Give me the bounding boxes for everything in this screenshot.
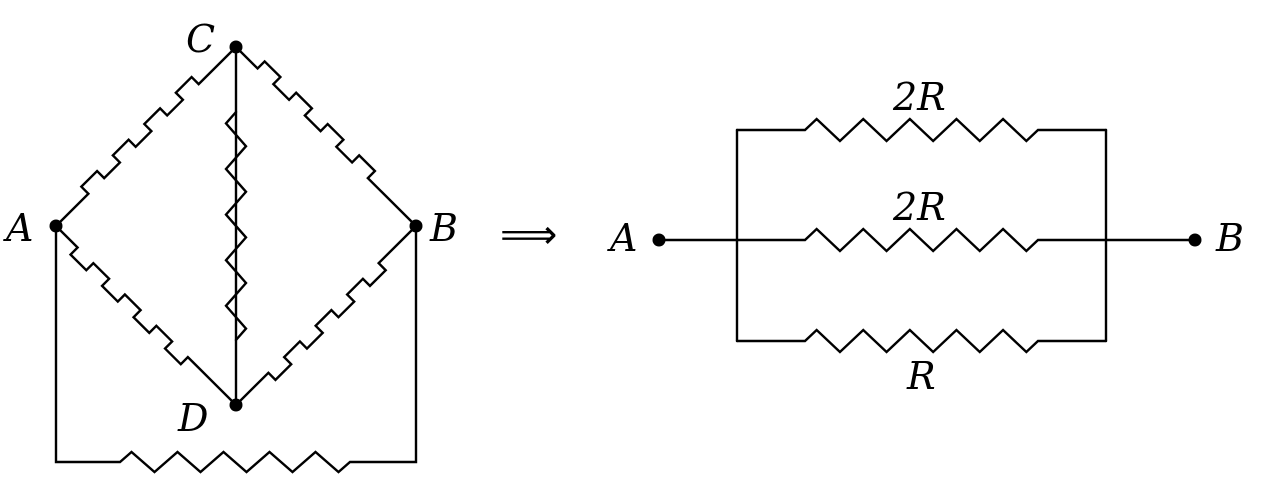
node-b-dot-right xyxy=(1188,233,1202,247)
node-c-dot xyxy=(229,40,243,54)
label-node-a: A xyxy=(3,206,33,250)
label-node-a-right: A xyxy=(607,216,637,260)
resistor-d-b xyxy=(234,224,418,407)
label-node-b-right: B xyxy=(1215,216,1244,260)
node-d-dot xyxy=(229,398,243,412)
label-node-b: B xyxy=(429,206,458,250)
resistor-bottom-r xyxy=(735,328,1108,354)
resistor-a-d xyxy=(54,224,238,407)
resistor-middle-2r xyxy=(657,227,1197,253)
wire-bottom-loop xyxy=(54,224,418,474)
resistor-c-b xyxy=(234,45,418,228)
equivalent-circuit: A B 2R 2R R xyxy=(607,75,1244,398)
label-node-c: C xyxy=(186,17,215,61)
node-a-dot-right xyxy=(652,233,666,247)
node-b-dot xyxy=(409,219,423,233)
node-a-dot xyxy=(49,219,63,233)
implies-arrow: ⟹ xyxy=(500,212,557,258)
resistor-top-2r xyxy=(735,117,1108,143)
label-resistor-top: 2R xyxy=(892,75,946,119)
label-resistor-bottom: R xyxy=(906,354,936,398)
label-node-d: D xyxy=(177,396,208,440)
resistor-a-c xyxy=(54,45,238,228)
bridge-circuit: A B C D xyxy=(3,17,458,474)
equivalent-frame xyxy=(735,128,1108,343)
label-resistor-middle: 2R xyxy=(892,185,946,229)
